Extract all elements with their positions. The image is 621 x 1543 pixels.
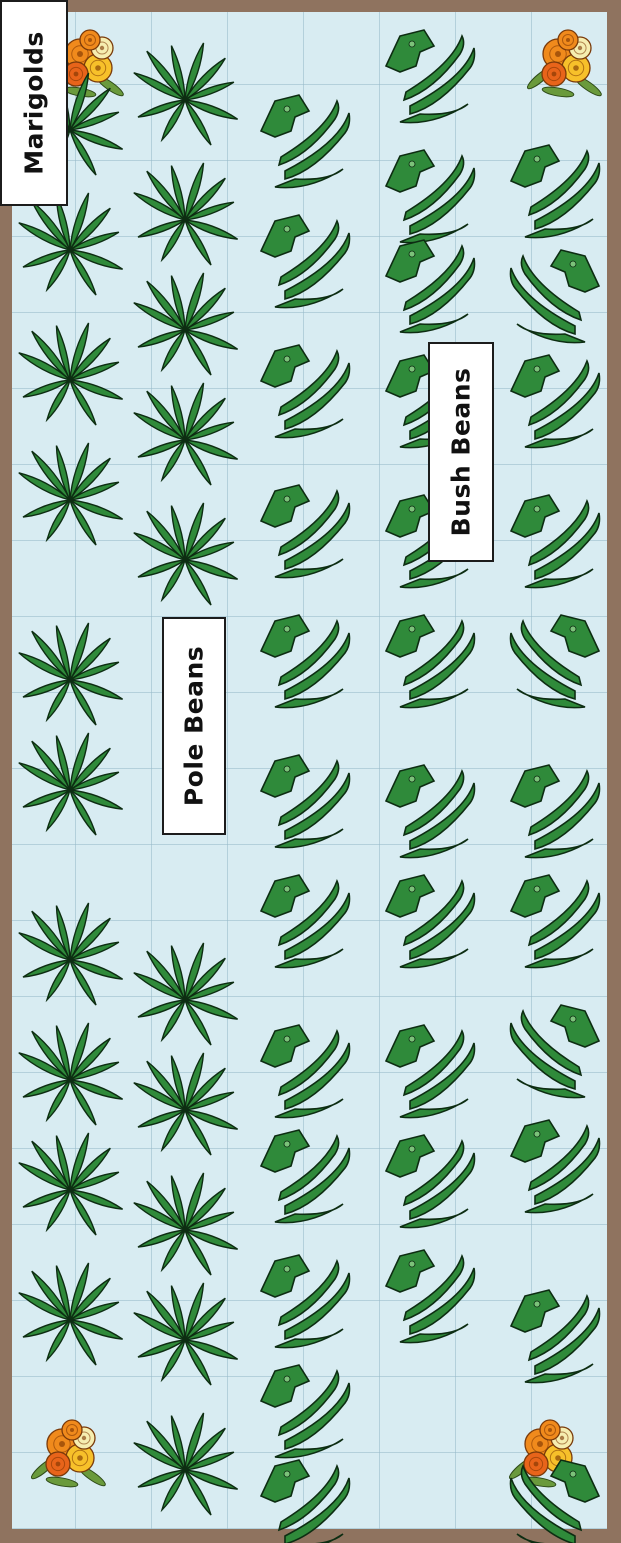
pole-bean-icon[interactable]: [17, 192, 124, 297]
bush-bean-icon[interactable]: [511, 875, 600, 968]
pole-bean-icon[interactable]: [132, 382, 239, 487]
pole-bean-icon[interactable]: [17, 902, 124, 1007]
bush-bean-icon[interactable]: [511, 1005, 600, 1098]
pole-bean-icon[interactable]: [132, 1172, 239, 1277]
pole-bean-icon[interactable]: [132, 502, 239, 607]
pole-bean-icon[interactable]: [132, 1412, 239, 1517]
bush-bean-icon[interactable]: [386, 875, 475, 968]
bush-bean-icon[interactable]: [511, 145, 600, 238]
bush-bean-icon[interactable]: [261, 215, 350, 308]
bush-bean-icon[interactable]: [261, 875, 350, 968]
bush-bean-icon[interactable]: [261, 95, 350, 188]
marigold-icon[interactable]: [29, 1420, 107, 1489]
pole-bean-icon[interactable]: [132, 942, 239, 1047]
marigolds-label[interactable]: Marigolds: [0, 0, 68, 206]
bush-bean-icon[interactable]: [511, 765, 600, 858]
bush-bean-icon[interactable]: [511, 250, 600, 343]
bush-bean-icon[interactable]: [386, 1025, 475, 1118]
pole-bean-icon[interactable]: [132, 42, 239, 147]
bush-bean-icon[interactable]: [511, 355, 600, 448]
pole-beans-label[interactable]: Pole Beans: [162, 617, 226, 835]
bush-bean-icon[interactable]: [511, 615, 600, 708]
bush-bean-icon[interactable]: [261, 1130, 350, 1223]
bush-bean-icon[interactable]: [261, 485, 350, 578]
bush-bean-icon[interactable]: [261, 1255, 350, 1348]
bush-bean-icon[interactable]: [261, 615, 350, 708]
bush-bean-icon[interactable]: [511, 495, 600, 588]
pole-beans-label-text: Pole Beans: [180, 646, 209, 806]
bush-bean-icon[interactable]: [261, 755, 350, 848]
pole-bean-icon[interactable]: [17, 1022, 124, 1127]
bush-bean-icon[interactable]: [386, 1135, 475, 1228]
bush-bean-icon[interactable]: [511, 1290, 600, 1383]
bush-bean-icon[interactable]: [386, 615, 475, 708]
marigolds-label-text: Marigolds: [20, 31, 49, 175]
bush-bean-icon[interactable]: [386, 765, 475, 858]
pole-bean-icon[interactable]: [17, 1262, 124, 1367]
pole-bean-icon[interactable]: [17, 622, 124, 727]
bush-bean-icon[interactable]: [261, 1025, 350, 1118]
bush-bean-icon[interactable]: [386, 30, 475, 123]
bush-beans-label[interactable]: Bush Beans: [428, 342, 494, 562]
marigold-icon[interactable]: [525, 30, 603, 99]
bush-bean-icon[interactable]: [261, 345, 350, 438]
pole-bean-icon[interactable]: [132, 1052, 239, 1157]
pole-bean-icon[interactable]: [17, 1132, 124, 1237]
bush-bean-icon[interactable]: [511, 1460, 600, 1543]
pole-bean-icon[interactable]: [132, 1282, 239, 1387]
pole-bean-icon[interactable]: [132, 162, 239, 267]
bush-beans-label-text: Bush Beans: [447, 368, 476, 537]
bush-bean-icon[interactable]: [386, 150, 475, 243]
bush-bean-icon[interactable]: [511, 1120, 600, 1213]
bush-bean-icon[interactable]: [261, 1365, 350, 1458]
pole-bean-icon[interactable]: [17, 732, 124, 837]
bush-bean-icon[interactable]: [386, 1250, 475, 1343]
pole-bean-icon[interactable]: [17, 442, 124, 547]
bush-bean-icon[interactable]: [386, 240, 475, 333]
pole-bean-icon[interactable]: [132, 272, 239, 377]
pole-bean-icon[interactable]: [17, 322, 124, 427]
bush-bean-icon[interactable]: [261, 1460, 350, 1543]
